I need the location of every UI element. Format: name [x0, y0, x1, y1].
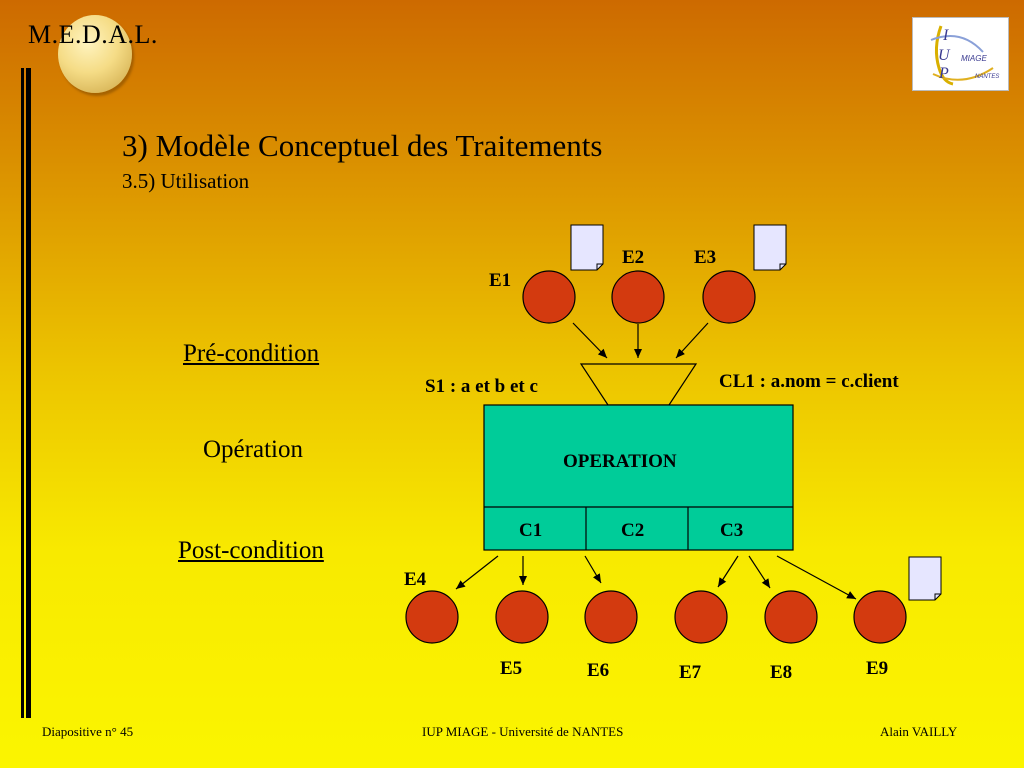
arrow-e3 — [675, 322, 709, 359]
arrow-e9 — [776, 555, 857, 600]
slide-subtitle: 3.5) Utilisation — [122, 169, 250, 193]
label-e7: E7 — [679, 662, 702, 683]
event-e5 — [495, 590, 549, 644]
footer-institution: IUP MIAGE - Université de NANTES — [422, 724, 624, 739]
document-icon-e2 — [570, 224, 604, 271]
outcome-c2: C2 — [621, 520, 644, 541]
iup-logo: I U MIAGE P NANTES — [912, 17, 1009, 91]
left-bar — [21, 68, 24, 718]
label-e1: E1 — [489, 270, 511, 291]
event-e7 — [674, 590, 728, 644]
logo-word-miage: MIAGE — [961, 54, 987, 63]
footer-author: Alain VAILLY — [880, 724, 958, 739]
label-e6: E6 — [587, 660, 609, 681]
synchro-label: S1 : a et b et c — [425, 376, 538, 397]
logo-letter-u: U — [938, 47, 951, 64]
label-e8: E8 — [770, 662, 792, 683]
label-e5: E5 — [500, 658, 522, 679]
label-e9: E9 — [866, 658, 888, 679]
synchronisation-shape — [579, 363, 698, 406]
precondition-label: Pré-condition — [183, 340, 320, 367]
logo-word-nantes: NANTES — [975, 74, 999, 80]
event-e9 — [853, 590, 907, 644]
label-e3: E3 — [694, 247, 716, 268]
document-icon-e3 — [753, 224, 787, 271]
operation-box — [483, 404, 794, 551]
label-e2: E2 — [622, 247, 644, 268]
label-e4: E4 — [404, 569, 427, 590]
brand-title: M.E.D.A.L. — [28, 20, 158, 49]
arrow-e6 — [584, 555, 602, 584]
logo-letter-p: P — [938, 65, 949, 82]
document-icon-e9 — [908, 556, 942, 601]
arrow-e8 — [748, 555, 771, 589]
outcome-c1: C1 — [519, 520, 542, 541]
event-e4 — [405, 590, 459, 644]
event-e6 — [584, 590, 638, 644]
event-e3 — [702, 270, 756, 324]
arrow-e4 — [455, 555, 499, 590]
arrow-e1 — [572, 322, 608, 359]
left-bar-thick — [26, 68, 31, 718]
coin-logo — [58, 15, 132, 93]
arrow-e7 — [717, 555, 739, 588]
outcome-c3: C3 — [720, 520, 743, 541]
event-e1 — [522, 270, 576, 324]
event-e2 — [611, 270, 665, 324]
logo-letter-i: I — [942, 27, 949, 44]
operation-name: OPERATION — [563, 451, 677, 472]
postcondition-label: Post-condition — [178, 537, 324, 564]
condition-label: CL1 : a.nom = c.client — [719, 371, 899, 392]
slide-title: 3) Modèle Conceptuel des Traitements — [122, 128, 603, 163]
event-e8 — [764, 590, 818, 644]
operation-label: Opération — [203, 436, 303, 463]
iup-logo-graphic: I U MIAGE P NANTES — [930, 25, 999, 86]
slide-number: Diapositive n° 45 — [42, 724, 134, 739]
